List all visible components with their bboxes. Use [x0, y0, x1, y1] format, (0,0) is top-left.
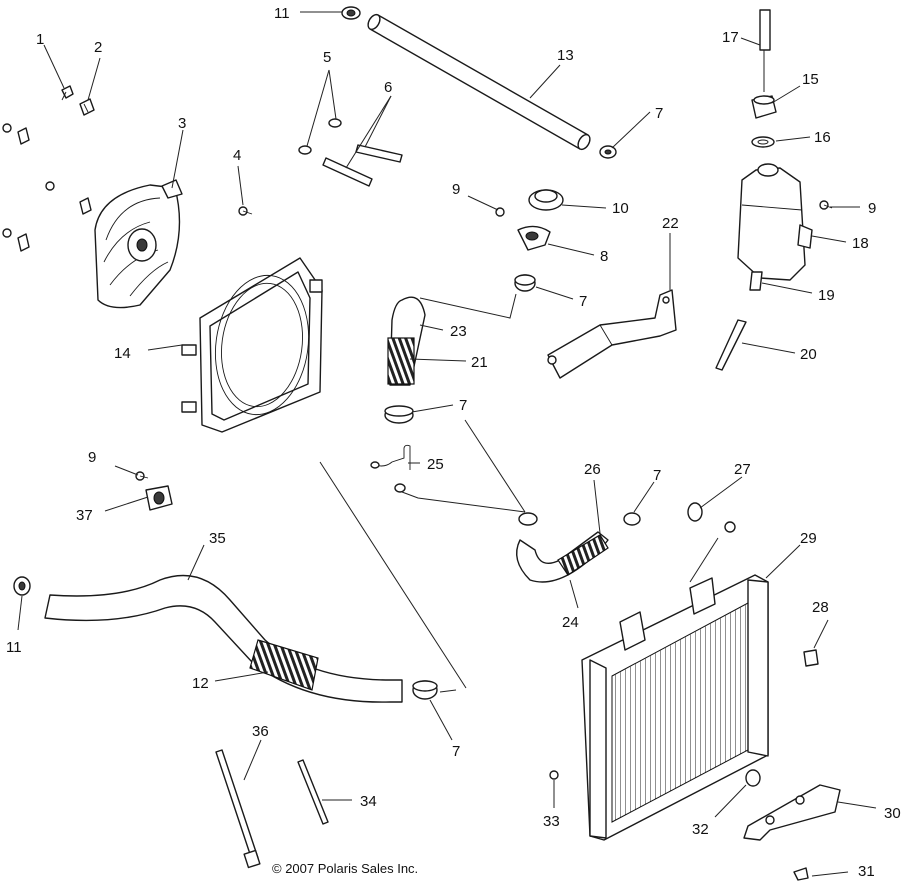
- hose-23-21: [387, 296, 426, 386]
- clamps-5: [298, 118, 342, 155]
- callout-11-top: 11: [274, 5, 290, 22]
- callout-7-c: 7: [459, 397, 467, 414]
- clamp-7-c: [384, 405, 414, 424]
- strap-20: [715, 319, 747, 371]
- callout-7-b: 7: [579, 293, 587, 310]
- callout-5: 5: [323, 49, 331, 66]
- callout-3: 3: [178, 115, 186, 132]
- screw-1: [61, 85, 74, 101]
- callout-25: 25: [427, 456, 444, 473]
- tubes-6: [322, 144, 403, 187]
- reservoir-cap-15: [751, 95, 777, 119]
- leader-lines: [17, 11, 877, 877]
- radiator-29: [581, 574, 769, 841]
- callout-24: 24: [562, 614, 579, 631]
- callout-12: 12: [192, 675, 209, 692]
- tie-strap-36: [215, 749, 261, 869]
- callout-10: 10: [612, 200, 629, 217]
- callout-36: 36: [252, 723, 269, 740]
- clamp-7-a: [599, 145, 617, 159]
- callout-30: 30: [884, 805, 901, 822]
- fan-mount-hardware: [2, 123, 92, 252]
- screw-9-c: [135, 471, 149, 481]
- grommet-27: [687, 502, 736, 533]
- coolant-reservoir-18: [737, 163, 813, 281]
- callout-4: 4: [233, 147, 241, 164]
- callout-15: 15: [802, 71, 819, 88]
- tie-strap-34: [297, 759, 329, 825]
- callout-17: 17: [722, 29, 739, 46]
- callout-33: 33: [543, 813, 560, 830]
- clamp-7-b: [514, 274, 536, 292]
- callout-29: 29: [800, 530, 817, 547]
- fastener-33: [549, 770, 559, 780]
- clamp-7-e: [518, 512, 641, 526]
- callout-22: 22: [662, 215, 679, 232]
- callout-1: 1: [36, 31, 44, 48]
- callout-27: 27: [734, 461, 751, 478]
- callout-20: 20: [800, 346, 817, 363]
- mounting-bracket-30: [743, 784, 841, 841]
- callout-labels: 1 2 3 4 5 6 11 13 7 9 10 8 7 23 21 7 14 …: [6, 5, 901, 880]
- lower-hose-35: [44, 574, 403, 703]
- clip-31: [793, 867, 809, 881]
- callout-18: 18: [852, 235, 869, 252]
- copyright-notice: © 2007 Polaris Sales Inc.: [272, 861, 418, 876]
- callout-34: 34: [360, 793, 377, 810]
- callout-28: 28: [812, 599, 829, 616]
- callout-9-a: 9: [452, 181, 460, 198]
- callout-11-left: 11: [6, 639, 22, 656]
- callout-7-a: 7: [655, 105, 663, 122]
- coolant-tube-13: [367, 13, 591, 151]
- seal-16: [751, 136, 775, 148]
- bolt-28: [803, 649, 819, 667]
- bracket-22: [547, 289, 677, 379]
- callout-8: 8: [600, 248, 608, 265]
- cooling-fan-3: [94, 179, 183, 309]
- callout-21: 21: [471, 354, 488, 371]
- callout-14: 14: [114, 345, 131, 362]
- radiator-cap-10: [528, 189, 564, 211]
- callout-19: 19: [818, 287, 835, 304]
- screw-9-b: [819, 200, 833, 210]
- callout-13: 13: [557, 47, 574, 64]
- callout-7-e: 7: [452, 743, 460, 760]
- clip-37: [145, 485, 173, 511]
- callout-16: 16: [814, 129, 831, 146]
- bleed-tube-25: [370, 444, 411, 493]
- clamp-7-d: [412, 680, 438, 700]
- nut-2: [79, 98, 95, 116]
- clamp-11-left: [13, 576, 31, 596]
- bolt-4: [238, 206, 253, 216]
- callout-23: 23: [450, 323, 467, 340]
- callout-9-b: 9: [868, 200, 876, 217]
- filler-neck-8: [517, 225, 551, 251]
- callout-26: 26: [584, 461, 601, 478]
- callout-31: 31: [858, 863, 875, 880]
- clip-19: [749, 271, 763, 291]
- callout-6: 6: [384, 79, 392, 96]
- grommet-32: [745, 769, 761, 787]
- callout-9-c: 9: [88, 449, 96, 466]
- hose-24-26: [516, 531, 609, 583]
- fan-shroud-14: [181, 257, 323, 433]
- callout-7-d: 7: [653, 467, 661, 484]
- callout-35: 35: [209, 530, 226, 547]
- clamp-11-top: [341, 6, 361, 20]
- callout-37: 37: [76, 507, 93, 524]
- callout-32: 32: [692, 821, 709, 838]
- callout-2: 2: [94, 39, 102, 56]
- overflow-tube-17: [759, 9, 771, 51]
